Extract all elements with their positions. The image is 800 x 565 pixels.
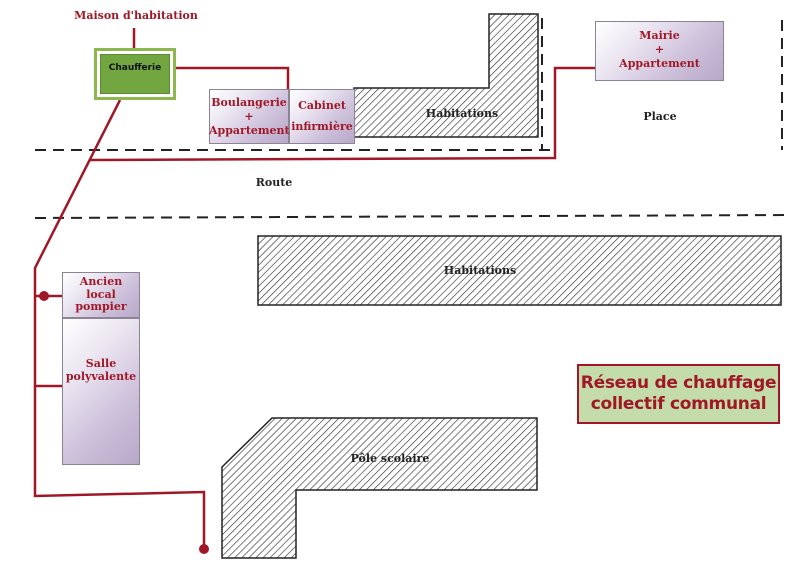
pole-scolaire-block [221, 417, 538, 559]
place-label: Place [643, 110, 677, 123]
ancien-pompier-building [62, 272, 140, 318]
chaufferie-building: Chaufferie [94, 48, 176, 100]
maison-label: Maison d'habitation [74, 9, 198, 22]
network-endpoint-south [199, 544, 209, 554]
chaufferie-label: Chaufferie [108, 63, 162, 73]
boulangerie-building [209, 89, 289, 144]
salle-polyvalente-label: Salle polyvalente [65, 357, 137, 384]
pole-scolaire-label: Pôle scolaire [350, 452, 430, 465]
habitations-mid-label: Habitations [443, 264, 517, 277]
mairie-label: Mairie + Appartement [619, 29, 700, 70]
salle-polyvalente-building [62, 318, 140, 465]
habitations-mid-block [257, 235, 782, 306]
ancien-pompier-label: Ancien local pompier [75, 275, 127, 314]
title-line-1: Réseau de chauffage [580, 372, 777, 393]
network-endpoint-pompier [39, 291, 49, 301]
title-line-2: collectif communal [590, 394, 767, 414]
mairie-building [595, 21, 724, 81]
route-label: Route [255, 176, 293, 189]
habitations-top-label: Habitations [425, 107, 499, 120]
cabinet-label: Cabinet infirmière [291, 99, 353, 133]
boulangerie-label: Boulangerie + Appartement [209, 96, 290, 137]
diagram-title-box: Réseau de chauffage collectif communal [577, 364, 780, 424]
road-edge-bottom [34, 214, 791, 219]
cabinet-building [289, 89, 355, 144]
